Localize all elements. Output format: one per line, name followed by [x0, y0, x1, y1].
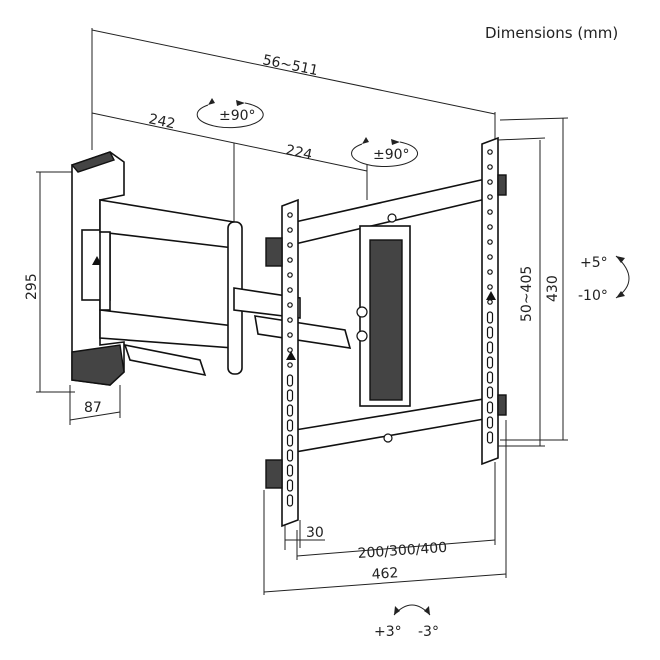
- mounting-hole: [287, 332, 293, 338]
- arm-1-label: 242: [147, 111, 176, 132]
- mounting-hole: [486, 311, 494, 324]
- mounting-hole: [487, 209, 493, 215]
- mounting-hole: [486, 356, 494, 369]
- dim-bracket-height: 430: [499, 117, 569, 441]
- swing-arms: [99, 199, 352, 377]
- tv-bracket-left-bar: [265, 198, 299, 528]
- dim-wall-plate-width: 87: [69, 385, 121, 425]
- mounting-hole: [286, 464, 294, 477]
- mounting-hole: [487, 149, 493, 155]
- mounting-hole: [486, 431, 494, 444]
- swivel-2-label: ±90°: [373, 147, 410, 163]
- bar-width-label: 30: [306, 525, 324, 541]
- mounting-hole: [487, 239, 493, 245]
- mounting-hole: [286, 494, 294, 507]
- mounting-hole: [487, 164, 493, 170]
- swivel-2-indicator: ±90°: [351, 137, 418, 167]
- mounting-hole: [486, 326, 494, 339]
- tilt-down-label: -10°: [578, 288, 608, 304]
- mounting-hole: [487, 224, 493, 230]
- mounting-hole: [286, 449, 294, 462]
- mounting-hole: [486, 386, 494, 399]
- bracket-width-label: 462: [371, 565, 399, 583]
- mounting-hole: [286, 374, 294, 387]
- dim-wall-plate-height: 295: [24, 171, 75, 393]
- mounting-hole: [287, 302, 293, 308]
- tv-bracket-right-bar: [481, 136, 507, 466]
- tilt-indicator: +5° -10°: [578, 255, 630, 304]
- horizontal-holes-label: 200/300/400: [357, 540, 448, 562]
- bracket-height-label: 430: [545, 275, 561, 302]
- tilt-up-label: +5°: [580, 255, 608, 271]
- mounting-hole: [487, 254, 493, 260]
- mounting-hole: [286, 389, 294, 402]
- mounting-hole: [487, 194, 493, 200]
- dim-bar-width: 30: [284, 520, 325, 550]
- mounting-hole: [287, 227, 293, 233]
- mounting-hole: [287, 287, 293, 293]
- vertical-holes-label: 50~405: [519, 266, 535, 322]
- swivel-1-label: ±90°: [219, 108, 256, 124]
- mounting-hole: [287, 272, 293, 278]
- mounting-hole: [287, 317, 293, 323]
- mounting-hole: [487, 179, 493, 185]
- level-minus-label: -3°: [418, 624, 439, 640]
- mounting-hole: [286, 404, 294, 417]
- mounting-hole: [486, 401, 494, 414]
- mounting-hole: [287, 347, 293, 353]
- mounting-hole: [286, 479, 294, 492]
- mounting-hole: [287, 362, 293, 368]
- overall-depth-label: 56~511: [261, 52, 319, 79]
- dim-overall-depth: 56~511: [91, 28, 496, 150]
- wall-plate: [70, 151, 125, 386]
- mounting-hole: [486, 371, 494, 384]
- level-indicator: +3° -3°: [374, 604, 439, 640]
- mounting-hole: [287, 242, 293, 248]
- mounting-hole: [487, 299, 493, 305]
- mounting-hole: [486, 341, 494, 354]
- swivel-1-indicator: ±90°: [196, 98, 264, 129]
- mounting-hole: [486, 416, 494, 429]
- mounting-hole: [487, 284, 493, 290]
- diagram-title: Dimensions (mm): [485, 24, 618, 42]
- dim-arms: 242 224: [91, 111, 368, 225]
- tilt-arrow-icon: [615, 255, 630, 299]
- arm-2-label: 224: [284, 142, 314, 163]
- wall-plate-width-label: 87: [84, 400, 102, 416]
- mounting-hole: [286, 419, 294, 432]
- mounting-hole: [286, 434, 294, 447]
- mounting-hole: [287, 212, 293, 218]
- wall-plate-height-label: 295: [24, 273, 40, 300]
- tv-bracket-rails: [294, 176, 491, 453]
- dim-bracket-width: 462: [263, 420, 507, 595]
- mounting-hole: [287, 257, 293, 263]
- dim-horizontal-holes: 200/300/400: [296, 462, 496, 562]
- mounting-hole: [487, 269, 493, 275]
- level-plus-label: +3°: [374, 624, 402, 640]
- level-arrow-icon: [393, 604, 431, 616]
